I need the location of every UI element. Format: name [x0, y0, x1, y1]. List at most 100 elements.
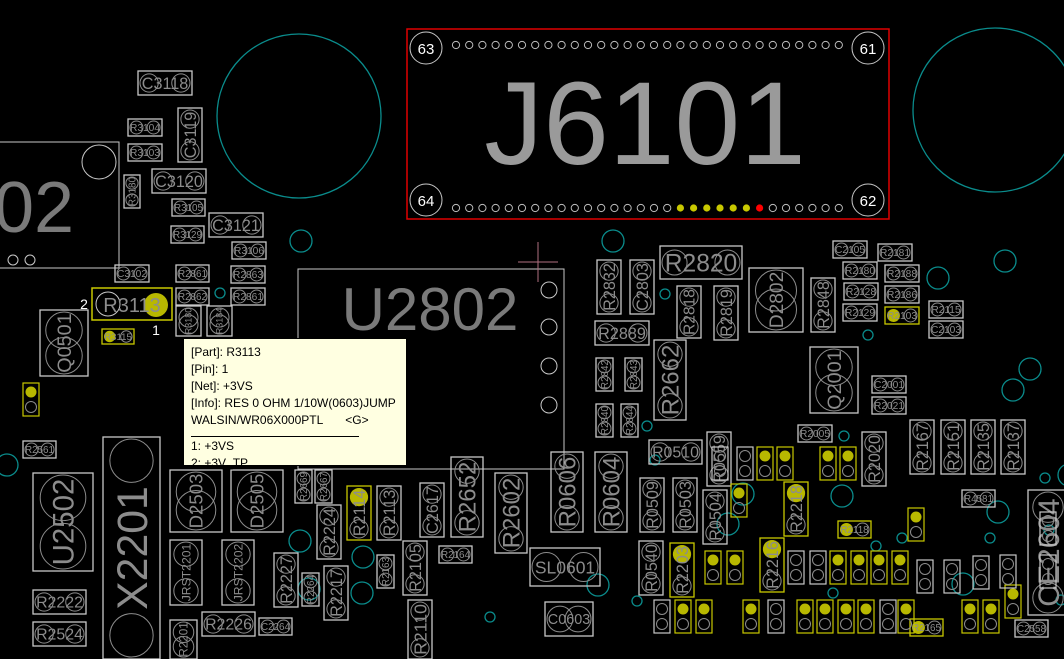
pad[interactable]: [422, 516, 442, 536]
small-part-highlighted[interactable]: [850, 550, 868, 585]
small-part-highlighted[interactable]: [829, 550, 847, 585]
connector-pin[interactable]: [504, 203, 513, 213]
component-r2180[interactable]: R2180: [842, 261, 878, 280]
pad[interactable]: [40, 442, 55, 457]
component-r2218[interactable]: R2218: [783, 481, 809, 537]
pad[interactable]: [129, 120, 144, 135]
pad[interactable]: [233, 243, 248, 258]
pad[interactable]: [864, 433, 884, 453]
connector-pin-net[interactable]: [676, 204, 685, 212]
component-u2502[interactable]: U2502: [32, 472, 94, 572]
pad[interactable]: [963, 491, 978, 506]
pad[interactable]: [709, 433, 729, 453]
small-part[interactable]: [767, 599, 785, 634]
component-r2818[interactable]: R2818: [676, 285, 702, 339]
component-r2652[interactable]: R2652: [450, 456, 484, 538]
pad[interactable]: [657, 341, 683, 367]
corner-pin-63[interactable]: 63: [409, 31, 443, 65]
small-part[interactable]: [711, 446, 729, 481]
component-r2188[interactable]: R2188: [884, 264, 920, 283]
pad[interactable]: [316, 487, 331, 502]
connector-pin[interactable]: [557, 203, 566, 213]
pad[interactable]: [930, 302, 945, 317]
component-r3105[interactable]: R3105: [171, 198, 206, 217]
pad[interactable]: [180, 141, 200, 161]
small-part-highlighted[interactable]: [674, 599, 692, 634]
pad[interactable]: [943, 421, 963, 441]
pad[interactable]: [125, 193, 139, 207]
pad[interactable]: [260, 619, 275, 634]
small-part[interactable]: [787, 550, 805, 585]
pad[interactable]: [303, 574, 318, 589]
corner-pin-62[interactable]: 62: [851, 183, 885, 217]
pad[interactable]: [675, 479, 695, 499]
small-part[interactable]: [1039, 554, 1057, 589]
component-r2832[interactable]: R2832: [596, 259, 622, 315]
pad[interactable]: [626, 375, 641, 390]
pad[interactable]: [175, 489, 217, 531]
pad[interactable]: [225, 578, 251, 604]
pad[interactable]: [597, 375, 612, 390]
component-ce2604[interactable]: CE2604: [1027, 489, 1064, 616]
component-r2105[interactable]: R2105: [402, 540, 428, 596]
connector-pin-net[interactable]: [703, 204, 711, 212]
pad[interactable]: [716, 287, 736, 307]
pad[interactable]: [133, 266, 148, 281]
component-r2216[interactable]: R2216: [759, 537, 785, 593]
connector-pin[interactable]: [649, 40, 659, 50]
pad[interactable]: [873, 398, 888, 413]
pad[interactable]: [454, 458, 480, 484]
pad[interactable]: [1003, 421, 1023, 441]
pad[interactable]: [236, 489, 278, 531]
pad[interactable]: [34, 592, 54, 612]
pad[interactable]: [232, 267, 247, 282]
pad[interactable]: [622, 405, 637, 420]
small-part-highlighted[interactable]: [897, 599, 915, 634]
connector-pin[interactable]: [570, 40, 579, 50]
component-r2524[interactable]: R2524: [32, 621, 87, 647]
pad[interactable]: [378, 572, 393, 587]
connector-pin[interactable]: [531, 40, 540, 50]
pad[interactable]: [232, 289, 247, 304]
small-part-highlighted[interactable]: [726, 550, 744, 585]
component-r2114[interactable]: R2114: [346, 485, 372, 541]
connector-j6101[interactable]: J6101 63 61 64 62: [406, 28, 890, 220]
component-r0510[interactable]: R0510: [648, 439, 703, 465]
component-r2889[interactable]: R2889: [594, 320, 650, 346]
connector-pin[interactable]: [795, 203, 804, 213]
pad[interactable]: [597, 421, 612, 436]
component-r2842[interactable]: R2842: [595, 357, 614, 392]
pad[interactable]: [786, 515, 806, 535]
pad[interactable]: [762, 571, 782, 591]
connector-pin[interactable]: [821, 40, 830, 50]
pad[interactable]: [679, 317, 699, 337]
pad-1[interactable]: [144, 293, 168, 317]
component-r2561[interactable]: R2561: [22, 440, 57, 459]
connector-pin[interactable]: [544, 40, 553, 50]
pad[interactable]: [236, 471, 278, 513]
pad[interactable]: [890, 377, 905, 392]
component-r2128[interactable]: R2128: [843, 282, 879, 301]
pad[interactable]: [840, 523, 853, 536]
corner-pin-61[interactable]: 61: [851, 31, 885, 65]
pad[interactable]: [912, 421, 932, 441]
component-r3104[interactable]: R3104: [127, 118, 163, 137]
pad[interactable]: [379, 487, 399, 507]
pad[interactable]: [349, 519, 369, 539]
small-part-highlighted[interactable]: [796, 599, 814, 634]
connector-pin[interactable]: [623, 40, 632, 50]
pad[interactable]: [303, 590, 318, 605]
component-r2863[interactable]: R2863: [230, 265, 266, 284]
pad[interactable]: [661, 249, 688, 276]
pad[interactable]: [705, 491, 725, 511]
small-part-highlighted[interactable]: [839, 446, 857, 481]
small-part[interactable]: [972, 555, 990, 590]
pad[interactable]: [378, 556, 393, 571]
pad[interactable]: [203, 614, 223, 634]
small-part-highlighted[interactable]: [961, 599, 979, 634]
component-c2264[interactable]: C2264: [258, 617, 293, 636]
component-r2021[interactable]: R2021: [871, 396, 907, 415]
pad[interactable]: [125, 176, 139, 190]
component-r0509[interactable]: R0509: [639, 477, 665, 533]
component-r2820[interactable]: R2820: [659, 245, 743, 280]
